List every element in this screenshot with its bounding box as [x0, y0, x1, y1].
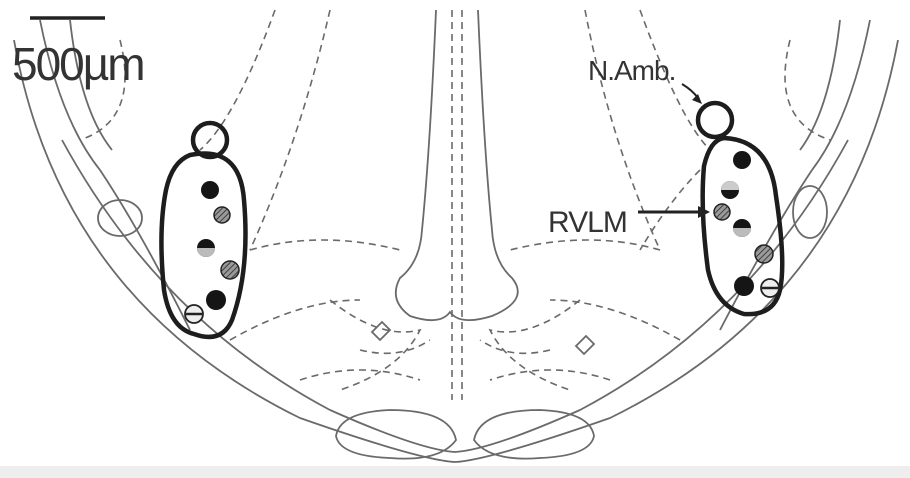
- left-marker-4: [221, 261, 239, 279]
- left-marker-2: [214, 207, 230, 223]
- right-dashed-boundary-6: [785, 40, 830, 140]
- right-marker-2-half: [721, 181, 739, 190]
- bottom-border-band: [0, 466, 910, 478]
- left-pyramid: [336, 410, 456, 459]
- right-small-nucleus: [793, 186, 827, 238]
- inferior-olive-lobe: [396, 230, 518, 320]
- right-marker-4-half: [733, 228, 751, 237]
- rvlm-label: RVLM: [548, 206, 627, 239]
- left-dashed-boundary-3: [250, 240, 400, 250]
- right-dashed-boundary-3: [510, 240, 660, 250]
- left-recording-markers: [185, 181, 239, 323]
- nucleus-ambiguus-arrowhead: [692, 94, 702, 104]
- right-olive-inner: [480, 340, 550, 353]
- right-small-loop: [576, 336, 594, 354]
- left-marker-5: [206, 290, 226, 310]
- left-dashed-boundary-5: [300, 370, 420, 380]
- left-marker-3-half: [197, 248, 215, 257]
- right-nucleus-ambiguus: [698, 103, 732, 137]
- midline-column-left: [422, 10, 436, 230]
- right-dashed-boundary-5: [490, 370, 610, 380]
- left-olive-inner: [360, 340, 430, 353]
- nucleus-ambiguus-label: N.Amb.: [588, 55, 675, 86]
- right-dashed-boundary-4: [550, 300, 680, 340]
- right-dashed-boundary-7: [640, 170, 700, 250]
- right-lateral-tract-inner: [800, 20, 840, 150]
- right-marker-3: [714, 204, 730, 220]
- left-dashed-boundary-4: [230, 300, 360, 340]
- nucleus-ambiguus-arrow: [682, 84, 698, 98]
- right-marker-1: [733, 151, 751, 169]
- midline-column-right: [478, 10, 492, 230]
- right-pyramid: [474, 410, 594, 459]
- right-marker-6: [734, 276, 754, 296]
- left-marker-1: [201, 181, 219, 199]
- left-dashed-boundary-1: [200, 10, 275, 150]
- scale-bar-label: 500µm: [12, 38, 144, 90]
- right-marker-5: [755, 245, 773, 263]
